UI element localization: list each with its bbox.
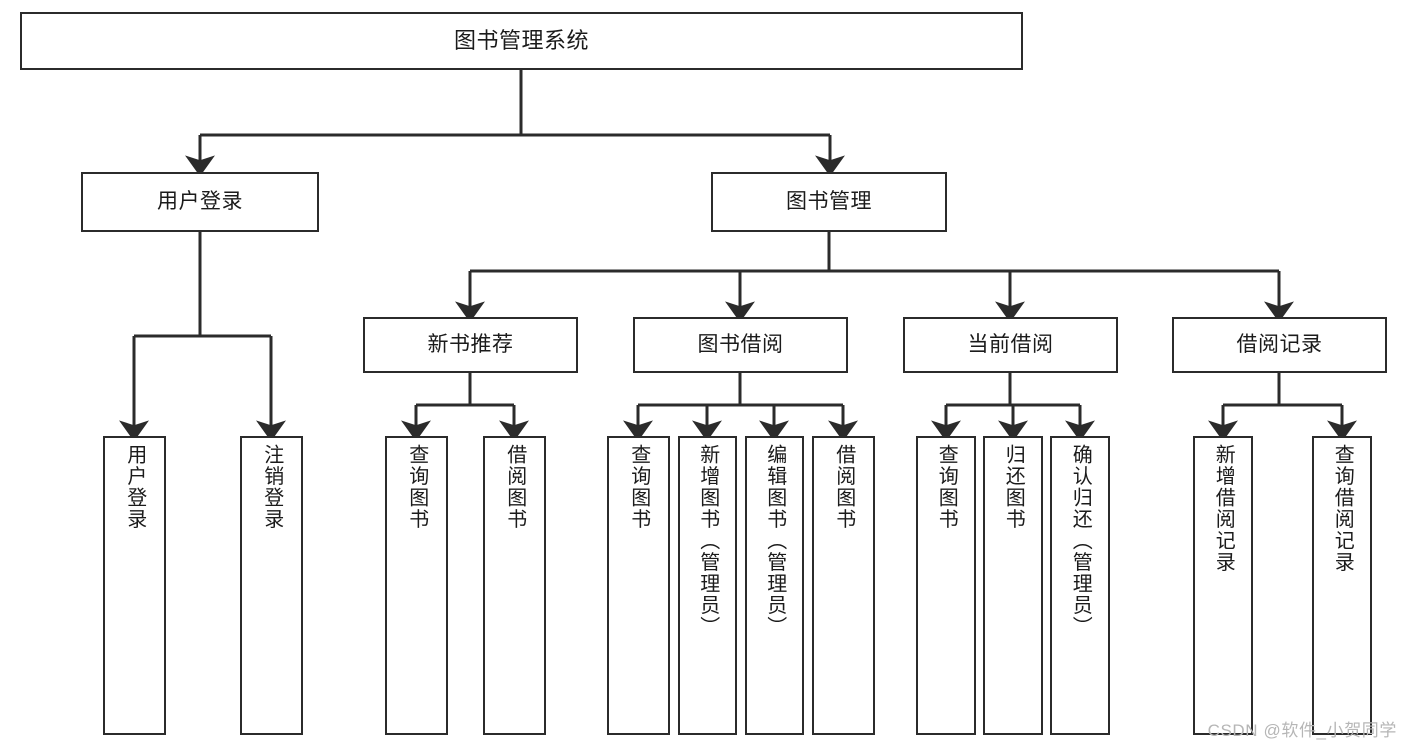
node-leaf-borrow-book[interactable]: 借阅图书 [812,436,875,735]
node-label: 查询图书 [627,444,650,530]
node-leaf-return-book[interactable]: 归还图书 [983,436,1043,735]
node-leaf-add-borrow-record[interactable]: 新增借阅记录 [1193,436,1253,735]
node-leaf-query-book-current[interactable]: 查询图书 [916,436,976,735]
node-new-book-recommend[interactable]: 新书推荐 [363,317,578,373]
node-label: 借阅图书 [832,444,855,530]
csdn-watermark: CSDN @软件_小贺同学 [1207,721,1397,740]
node-borrow-record[interactable]: 借阅记录 [1172,317,1387,373]
edges [119,70,1357,442]
node-label: 用户登录 [123,444,146,530]
node-label: 借阅记录 [1236,333,1323,357]
node-label: 新书推荐 [427,333,514,357]
node-label: 查询图书 [405,444,428,530]
node-label: 注销登录 [260,444,283,530]
node-leaf-logout[interactable]: 注销登录 [240,436,303,735]
node-label: 编辑图书（管理员） [763,444,786,638]
node-label: 当前借阅 [967,333,1054,357]
node-book-borrow[interactable]: 图书借阅 [633,317,848,373]
node-label: 确认归还（管理员） [1069,444,1092,638]
node-book-management[interactable]: 图书管理 [711,172,947,232]
node-leaf-edit-book-admin[interactable]: 编辑图书（管理员） [745,436,804,735]
node-leaf-user-login[interactable]: 用户登录 [103,436,166,735]
node-label: 图书管理 [786,190,872,214]
node-current-borrow[interactable]: 当前借阅 [903,317,1118,373]
node-leaf-query-borrow-record[interactable]: 查询借阅记录 [1312,436,1372,735]
node-leaf-query-book-borrow[interactable]: 查询图书 [607,436,670,735]
node-leaf-borrow-book-recommend[interactable]: 借阅图书 [483,436,546,735]
node-label: 图书管理系统 [453,27,589,53]
node-user-login[interactable]: 用户登录 [81,172,319,232]
node-leaf-add-book-admin[interactable]: 新增图书（管理员） [678,436,737,735]
node-label: 查询图书 [935,444,958,530]
node-root-system[interactable]: 图书管理系统 [20,12,1023,70]
node-leaf-confirm-return-admin[interactable]: 确认归还（管理员） [1050,436,1110,735]
node-label: 用户登录 [157,190,243,214]
node-label: 归还图书 [1002,444,1025,530]
node-leaf-query-book-recommend[interactable]: 查询图书 [385,436,448,735]
node-label: 图书借阅 [697,333,784,357]
node-label: 新增借阅记录 [1212,444,1235,573]
node-label: 新增图书（管理员） [696,444,719,638]
node-label: 查询借阅记录 [1331,444,1354,573]
node-label: 借阅图书 [503,444,526,530]
